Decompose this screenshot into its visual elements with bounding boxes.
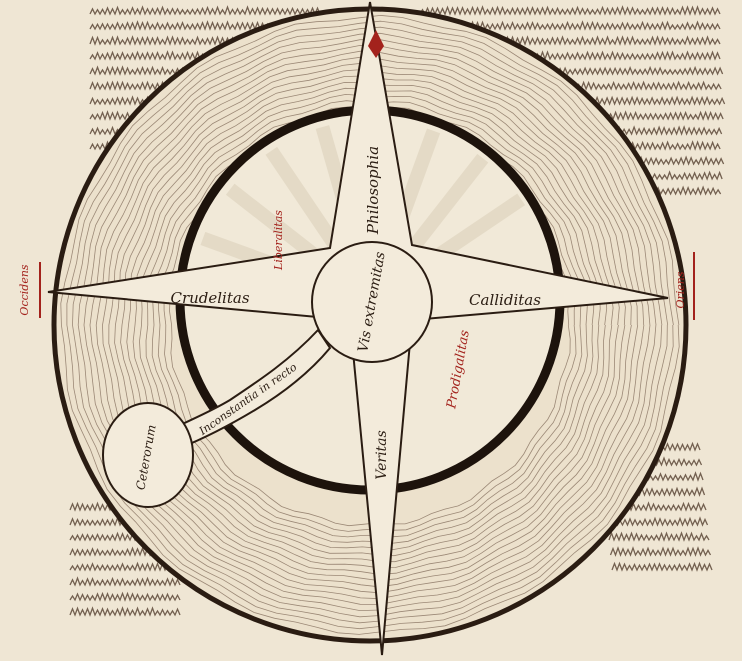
label-south: Veritas: [374, 430, 390, 479]
label-west: Crudelitas: [170, 289, 249, 307]
label-left-edge: Occidens: [18, 264, 31, 315]
label-north: Philosophia: [364, 146, 382, 235]
label-right-edge: Oriens: [674, 271, 687, 308]
label-nw: Liberalitas: [272, 210, 285, 271]
label-east: Calliditas: [469, 291, 541, 309]
